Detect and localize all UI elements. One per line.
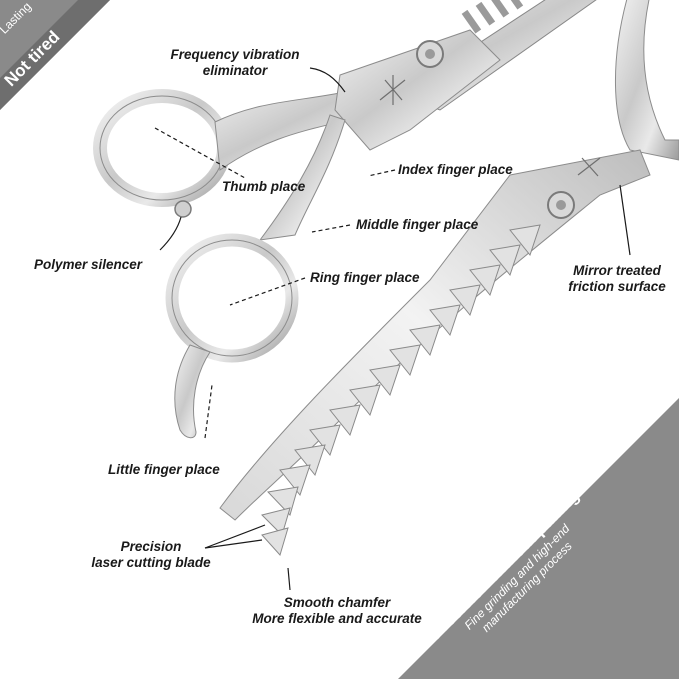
label-precision-blade: Precision laser cutting blade (76, 539, 226, 571)
label-mirror-friction-surface: Mirror treated friction surface (558, 263, 676, 295)
thinning-blade (219, 149, 651, 556)
label-mirror-line2: friction surface (568, 279, 666, 294)
label-index-finger: Index finger place (398, 162, 513, 177)
polymer-silencer-knob (174, 200, 192, 218)
label-little-finger: Little finger place (108, 462, 220, 477)
label-frequency-line2: eliminator (202, 63, 268, 78)
label-thumb: Thumb place (222, 179, 306, 194)
label-polymer-silencer: Polymer silencer (34, 257, 143, 272)
second-handle (614, 0, 679, 161)
corner-badge (0, 0, 110, 110)
label-frequency-vibration-eliminator: Frequency vibration eliminator (160, 47, 310, 79)
label-frequency-line1: Frequency vibration (170, 47, 300, 62)
label-precision-line1: Precision (120, 539, 182, 554)
finger-ring-handle (165, 114, 346, 439)
pivot-body (334, 29, 501, 151)
callout-lines (154, 67, 631, 591)
corner-banner (398, 398, 679, 679)
label-middle-finger: Middle finger place (356, 217, 479, 232)
label-chamfer-line2: More flexible and accurate (252, 611, 422, 626)
label-chamfer-line1: Smooth chamfer (283, 595, 391, 610)
label-smooth-chamfer: Smooth chamfer More flexible and accurat… (252, 595, 422, 627)
label-ring-finger: Ring finger place (310, 270, 420, 285)
label-precision-line2: laser cutting blade (91, 555, 211, 570)
label-mirror-line1: Mirror treated (573, 263, 661, 278)
